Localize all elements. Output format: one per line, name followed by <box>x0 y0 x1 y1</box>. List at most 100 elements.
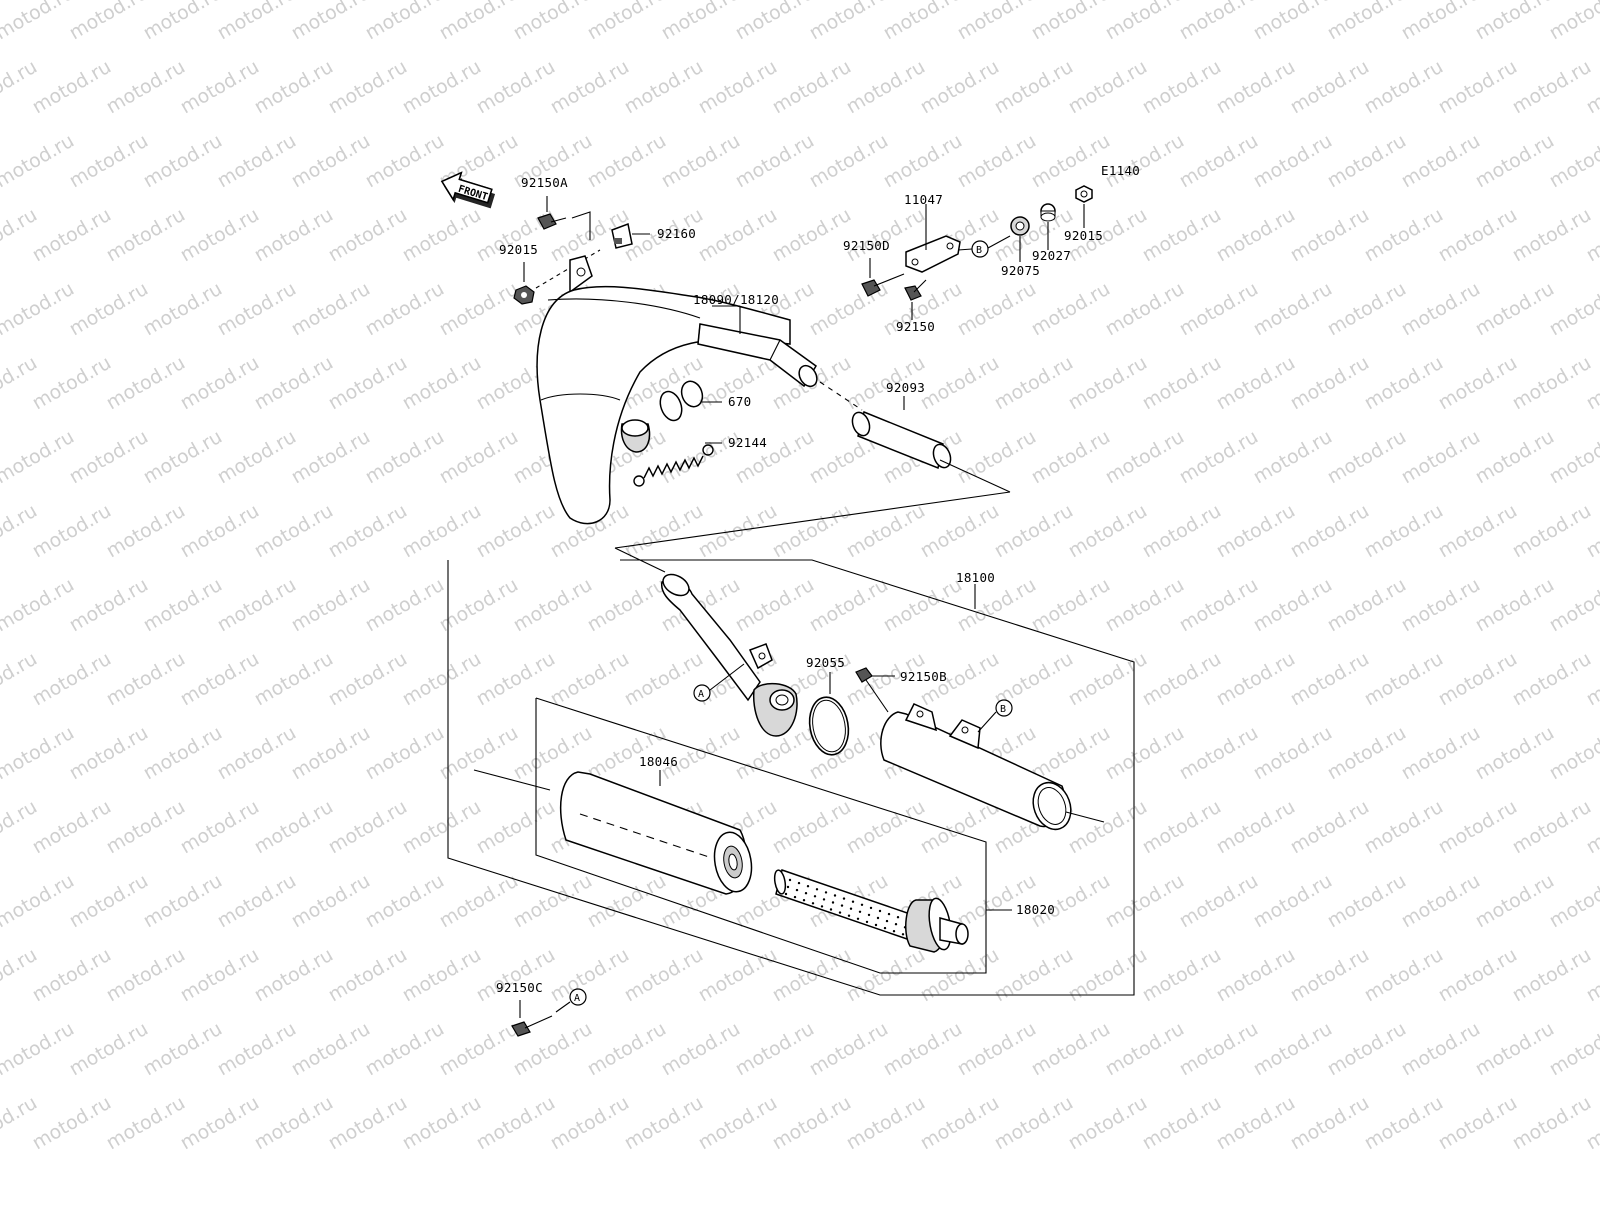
watermark-text: motod.ru <box>1287 56 1373 119</box>
watermark-text: motod.ru <box>29 648 115 711</box>
watermark-text: motod.ru <box>584 1018 670 1081</box>
watermark-text: motod.ru <box>1398 722 1484 785</box>
watermark-text: motod.ru <box>66 0 152 44</box>
watermark-text: motod.ru <box>66 130 152 193</box>
watermark-text: motod.ru <box>584 0 670 44</box>
label-92160: 92160 <box>657 226 696 241</box>
perforation-dot <box>830 908 832 910</box>
watermark-text: motod.ru <box>1435 796 1521 859</box>
perforation-dot <box>850 908 852 910</box>
watermark-text: motod.ru <box>436 1018 522 1081</box>
watermark-text: motod.ru <box>140 426 226 489</box>
watermark-text: motod.ru <box>1361 56 1447 119</box>
watermark-text: motod.ru <box>991 352 1077 415</box>
watermark-text: motod.ru <box>991 1092 1077 1155</box>
watermark-text: motod.ru <box>399 648 485 711</box>
perforation-dot <box>834 894 836 896</box>
watermark-text: motod.ru <box>1398 278 1484 341</box>
watermark-text: motod.ru <box>251 796 337 859</box>
watermark-text: motod.ru <box>0 574 78 637</box>
watermark-text: motod.ru <box>769 56 855 119</box>
watermark-text: motod.ru <box>1139 500 1225 563</box>
watermark-text: motod.ru <box>1435 204 1521 267</box>
watermark-text: motod.ru <box>1472 0 1558 44</box>
watermark-text: motod.ru <box>1324 130 1410 193</box>
watermark-text: motod.ru <box>1435 648 1521 711</box>
watermark-text: motod.ru <box>1102 426 1188 489</box>
watermark-text: motod.ru <box>1509 944 1595 1007</box>
watermark-text: motod.ru <box>806 1018 892 1081</box>
watermark-text: motod.ru <box>732 574 818 637</box>
watermark-text: motod.ru <box>769 796 855 859</box>
watermark-text: motod.ru <box>658 130 744 193</box>
watermark-text: motod.ru <box>1509 648 1595 711</box>
diagram-code: E1140 <box>1101 163 1140 178</box>
watermark-text: motod.ru <box>362 426 448 489</box>
perforation-dot <box>857 918 859 920</box>
watermark-text: motod.ru <box>103 648 189 711</box>
watermark-layer: motod.rumotod.rumotod.rumotod.rumotod.ru… <box>0 0 1600 1154</box>
watermark-text: motod.ru <box>251 500 337 563</box>
label-92027: 92027 <box>1032 248 1071 263</box>
watermark-text: motod.ru <box>473 944 559 1007</box>
watermark-text: motod.ru <box>1546 426 1600 489</box>
perforation-dot <box>785 893 787 895</box>
watermark-text: motod.ru <box>1065 944 1151 1007</box>
watermark-text: motod.ru <box>1139 796 1225 859</box>
watermark-text: motod.ru <box>1509 1092 1595 1155</box>
watermark-text: motod.ru <box>1398 870 1484 933</box>
watermark-text: motod.ru <box>362 130 448 193</box>
watermark-text: motod.ru <box>658 722 744 785</box>
watermark-text: motod.ru <box>0 0 78 44</box>
watermark-text: motod.ru <box>1102 870 1188 933</box>
watermark-text: motod.ru <box>658 1018 744 1081</box>
watermark-text: motod.ru <box>1213 796 1299 859</box>
watermark-text: motod.ru <box>621 944 707 1007</box>
watermark-text: motod.ru <box>1176 426 1262 489</box>
watermark-text: motod.ru <box>436 0 522 44</box>
watermark-text: motod.ru <box>1287 352 1373 415</box>
watermark-text: motod.ru <box>806 0 892 44</box>
watermark-text: motod.ru <box>1213 204 1299 267</box>
watermark-text: motod.ru <box>1361 352 1447 415</box>
watermark-text: motod.ru <box>325 944 411 1007</box>
label-92015-left: 92015 <box>499 242 538 257</box>
perforation-dot <box>821 905 823 907</box>
label-92150b: 92150B <box>900 669 947 684</box>
watermark-text: motod.ru <box>177 944 263 1007</box>
watermark-text: motod.ru <box>214 0 300 44</box>
watermark-text: motod.ru <box>954 870 1040 933</box>
watermark-text: motod.ru <box>547 56 633 119</box>
watermark-text: motod.ru <box>695 1092 781 1155</box>
watermark-text: motod.ru <box>1287 796 1373 859</box>
watermark-text: motod.ru <box>1139 352 1225 415</box>
watermark-text: motod.ru <box>584 870 670 933</box>
watermark-text: motod.ru <box>177 500 263 563</box>
watermark-text: motod.ru <box>1546 722 1600 785</box>
watermark-text: motod.ru <box>325 796 411 859</box>
label-18046: 18046 <box>639 754 678 769</box>
watermark-text: motod.ru <box>1546 1018 1600 1081</box>
watermark-text: motod.ru <box>1546 574 1600 637</box>
watermark-text: motod.ru <box>1028 574 1114 637</box>
watermark-text: motod.ru <box>0 278 78 341</box>
watermark-text: motod.ru <box>621 1092 707 1155</box>
watermark-text: motod.ru <box>1139 1092 1225 1155</box>
collar-92027 <box>1041 204 1055 221</box>
perforation-dot <box>843 897 845 899</box>
watermark-text: motod.ru <box>1102 574 1188 637</box>
watermark-text: motod.ru <box>1287 1092 1373 1155</box>
watermark-text: motod.ru <box>917 944 1003 1007</box>
watermark-text: motod.ru <box>954 278 1040 341</box>
watermark-text: motod.ru <box>1102 0 1188 44</box>
watermark-text: motod.ru <box>473 500 559 563</box>
watermark-text: motod.ru <box>29 944 115 1007</box>
watermark-text: motod.ru <box>177 204 263 267</box>
watermark-text: motod.ru <box>29 796 115 859</box>
perforation-dot <box>861 904 863 906</box>
watermark-text: motod.ru <box>29 56 115 119</box>
watermark-text: motod.ru <box>1472 870 1558 933</box>
perforation-dot <box>794 896 796 898</box>
watermark-text: motod.ru <box>251 204 337 267</box>
watermark-text: motod.ru <box>66 426 152 489</box>
